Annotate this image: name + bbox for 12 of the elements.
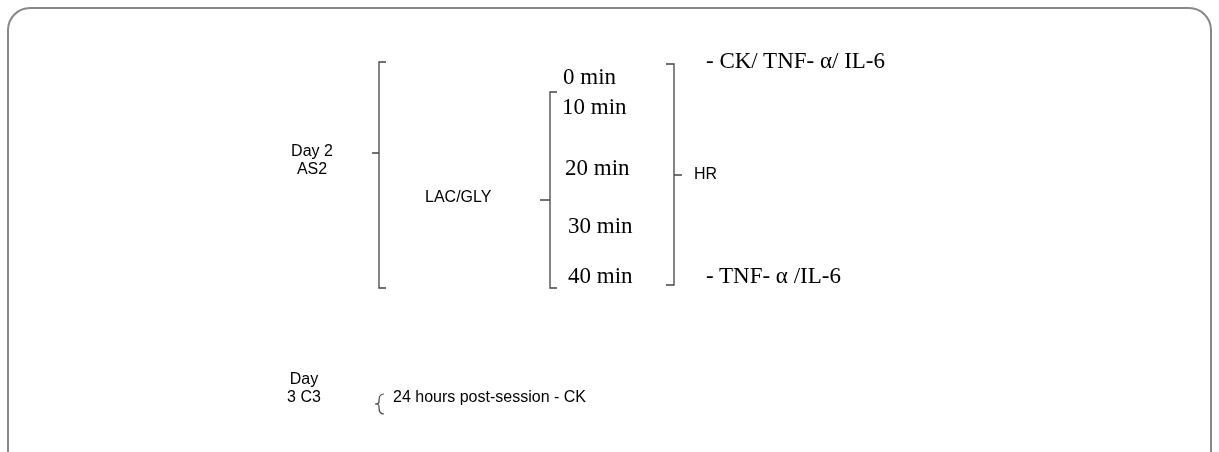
time-label: 10 min bbox=[562, 94, 627, 120]
time-label: 0 min bbox=[563, 64, 617, 90]
time-label: 40 min bbox=[568, 263, 633, 289]
time-label: 30 min bbox=[568, 213, 633, 239]
time-label: 20 min bbox=[565, 155, 630, 181]
day-label: Day 2 AS2 bbox=[290, 142, 334, 178]
measurement-note: HR bbox=[694, 165, 718, 183]
measurement-note: - TNF- α /IL-6 bbox=[706, 263, 841, 289]
day-label: Day 3 C3 bbox=[286, 370, 322, 406]
condition-label: LAC/GLY bbox=[425, 188, 492, 206]
measurement-note: 24 hours post-session - CK bbox=[393, 388, 586, 406]
measurement-note: - CK/ TNF- α/ IL-6 bbox=[706, 48, 885, 74]
